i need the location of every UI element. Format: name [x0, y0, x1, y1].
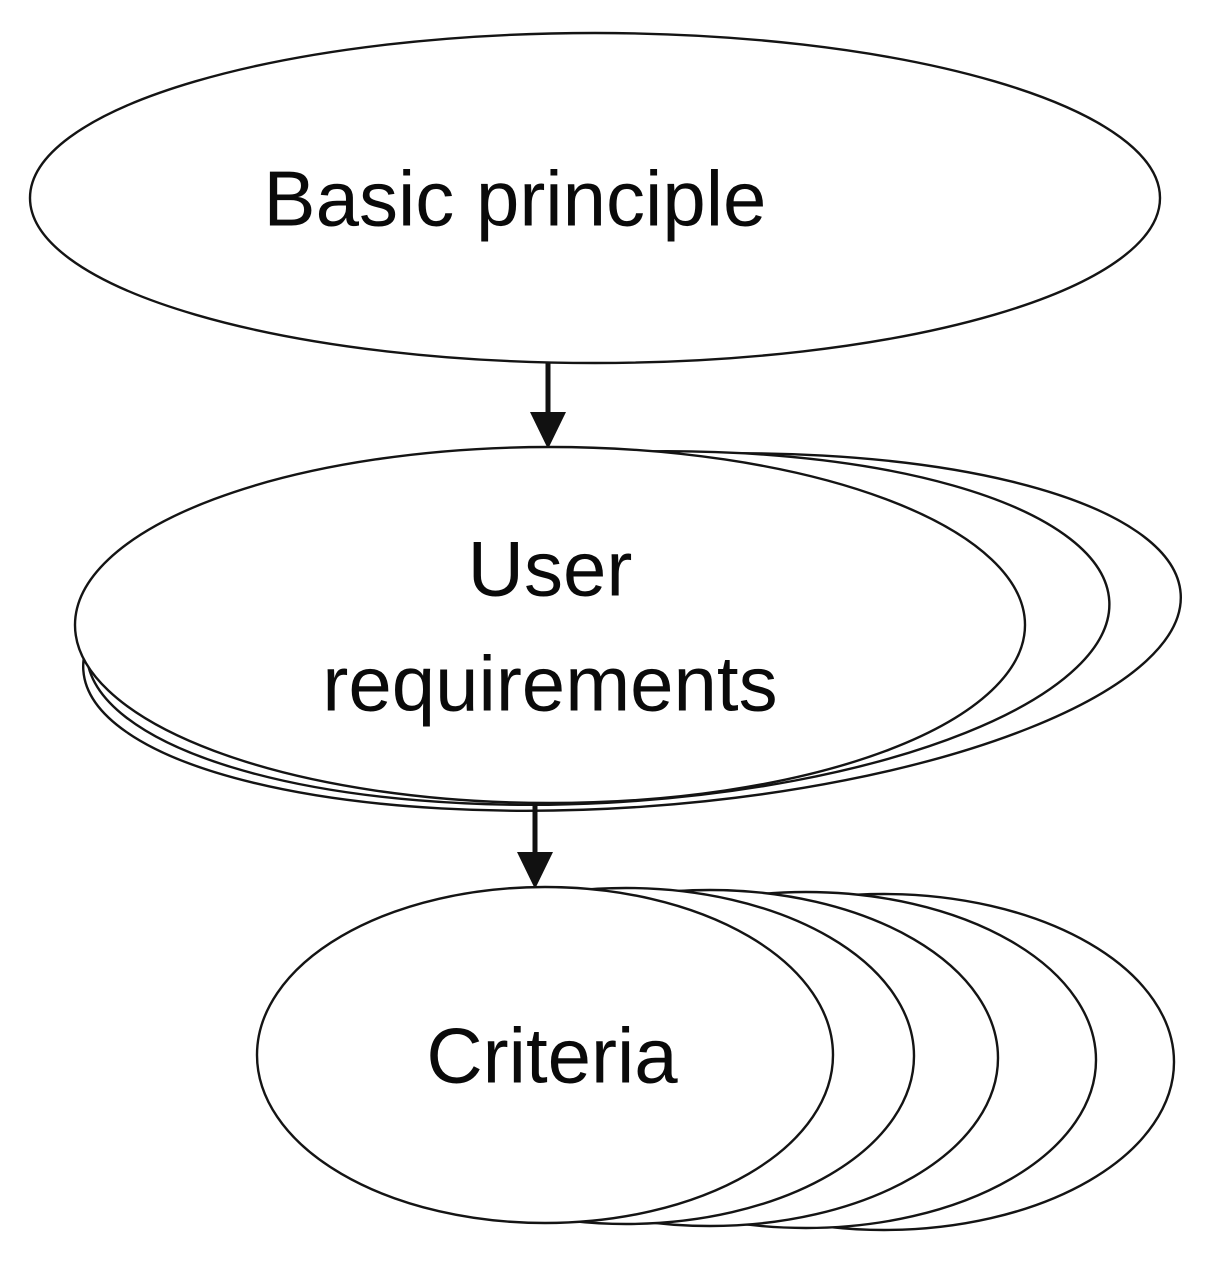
- connector-basic-to-user: [530, 363, 566, 449]
- connector-user-to-criteria: [517, 803, 553, 889]
- node-label-basic-principle: Basic principle: [264, 155, 767, 243]
- ellipse-criteria-front[interactable]: [255, 885, 835, 1225]
- arrowhead-icon-2: [517, 852, 553, 889]
- node-label-criteria: Criteria: [426, 1012, 678, 1100]
- ellipse-basic-principle[interactable]: [28, 31, 1162, 365]
- arrowhead-icon-1: [530, 412, 566, 449]
- node-user-requirements[interactable]: User requirements: [71, 419, 1193, 845]
- node-basic-principle[interactable]: Basic principle: [28, 31, 1162, 365]
- ellipse-user-requirements-front[interactable]: [73, 445, 1027, 805]
- node-label-user-requirements-line1: User: [468, 525, 633, 613]
- node-criteria[interactable]: Criteria: [255, 885, 1176, 1232]
- node-label-user-requirements-line2: requirements: [322, 640, 777, 728]
